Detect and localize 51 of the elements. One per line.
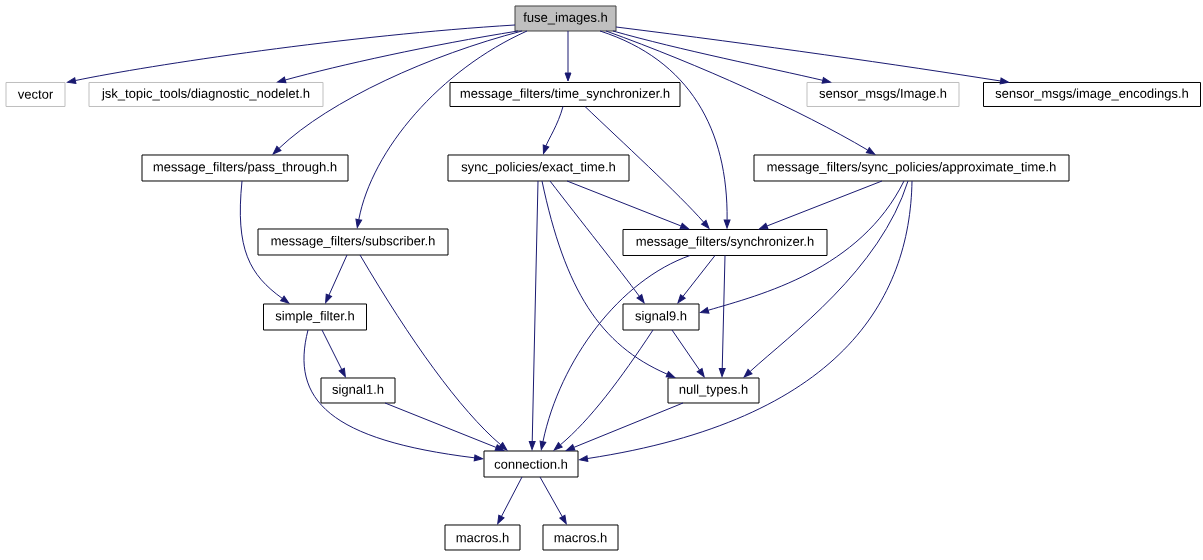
arrow (239, 180, 290, 304)
arrow (677, 255, 716, 304)
file-box: null_types.h (667, 377, 760, 404)
arrow (325, 254, 348, 304)
arrow (579, 180, 913, 462)
arrow (539, 476, 567, 525)
arrow (566, 180, 690, 230)
arrow (758, 180, 883, 230)
file-box: message_filters/subscriber.h (257, 228, 449, 256)
arrow (359, 254, 508, 451)
arrow (384, 402, 505, 451)
arrow (542, 106, 564, 155)
arrow (272, 30, 523, 155)
arrow (599, 30, 731, 229)
arrow (539, 255, 691, 450)
arrow (612, 30, 832, 84)
arrow (699, 180, 905, 314)
arrow (276, 30, 519, 84)
arrow (605, 30, 876, 155)
arrow (553, 329, 654, 451)
arrow (671, 329, 705, 378)
file-box: message_filters/sync_policies/approximate_time.h (753, 154, 1070, 182)
file-box: signal1.h (320, 377, 396, 404)
arrow (321, 329, 346, 378)
arrow (549, 180, 645, 304)
arrow (528, 180, 539, 450)
file-box: sync_policies/exact_time.h (447, 154, 630, 182)
arrow (565, 402, 684, 451)
current-file-box: fuse_images.h (514, 5, 617, 32)
arrow (67, 24, 516, 84)
file-box: message_filters/pass_through.h (141, 154, 349, 182)
arrow (541, 180, 676, 378)
arrow (615, 26, 1009, 85)
file-box: jsk_topic_tools/diagnostic_nodelet.h (88, 82, 324, 107)
file-box: vector (5, 82, 66, 107)
file-box: sensor_msgs/Image.h (806, 82, 960, 107)
file-box: message_filters/time_synchronizer.h (449, 82, 681, 107)
arrow (564, 30, 572, 82)
file-box: sensor_msgs/image_encodings.h (983, 82, 1201, 107)
arrow (497, 476, 523, 525)
arrow (355, 30, 528, 228)
file-box: macros.h (444, 524, 521, 551)
arrow (303, 329, 483, 462)
file-box: signal9.h (622, 303, 700, 331)
file-box: simple_filter.h (263, 303, 367, 331)
file-box: connection.h (483, 450, 579, 478)
file-box: message_filters/synchronizer.h (622, 229, 828, 256)
arrow (584, 106, 710, 229)
arrow (743, 180, 909, 378)
arrow (718, 255, 726, 377)
file-box: macros.h (542, 524, 619, 551)
